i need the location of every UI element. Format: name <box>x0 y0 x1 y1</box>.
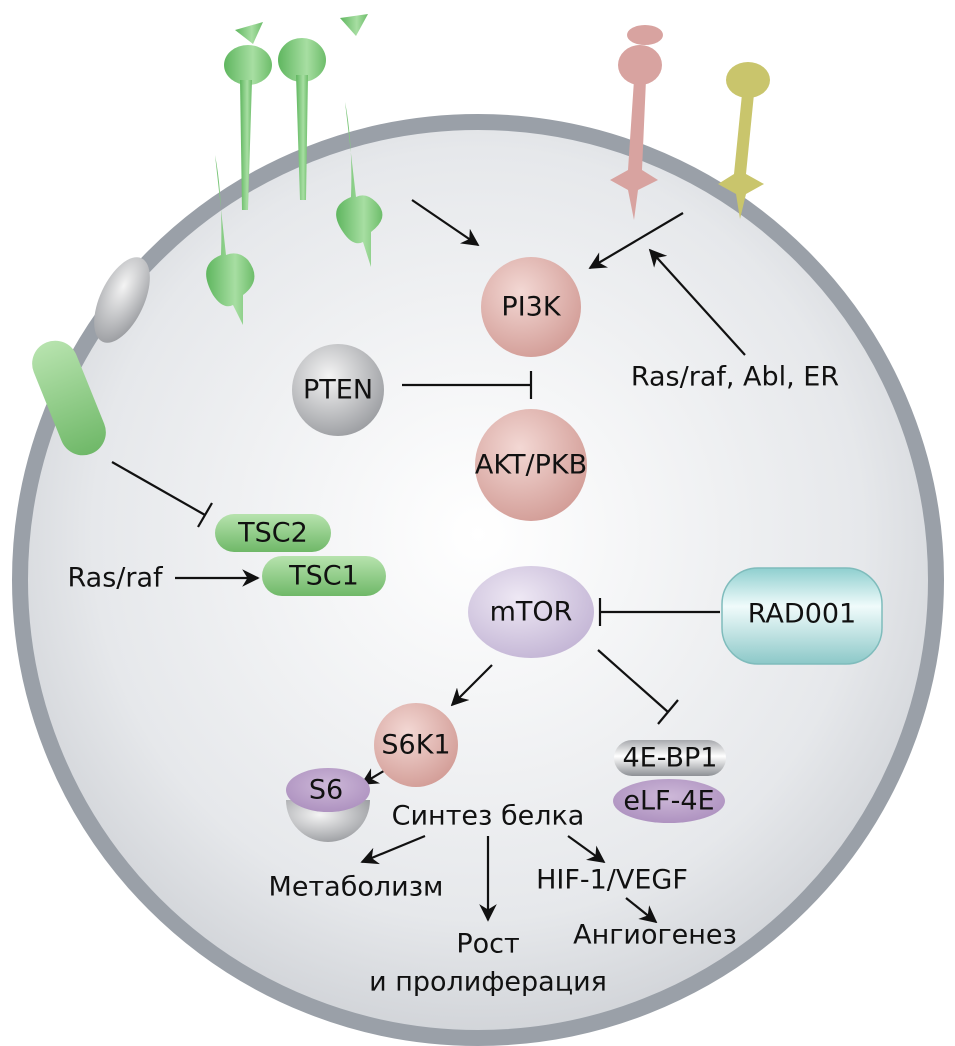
hif-vegf-label: HIF-1/VEGF <box>536 865 688 896</box>
node-s6k1: S6K1 <box>374 703 458 787</box>
node-rad001: RAD001 <box>721 567 883 665</box>
connectors <box>111 199 746 924</box>
metabolism-label: Метаболизм <box>269 872 444 903</box>
ras-abl-er-label: Ras/raf, Abl, ER <box>631 362 839 393</box>
angiogenesis-label: Ангиогенез <box>573 920 737 951</box>
bp1-label: 4E-BP1 <box>622 743 717 774</box>
node-mtor: mTOR <box>468 566 594 658</box>
gray-receptor <box>94 257 150 343</box>
s6k1-label: S6K1 <box>381 730 450 761</box>
node-akt: AKT/PKB <box>475 409 587 521</box>
node-pten: PTEN <box>292 344 384 436</box>
pi3k-label: PI3K <box>501 292 561 323</box>
growth-label: Рост <box>456 929 519 960</box>
node-tsc1: TSC1 <box>262 556 386 596</box>
yellow-receptor <box>718 62 770 219</box>
node-pi3k: PI3K <box>481 257 581 357</box>
tsc1-label: TSC1 <box>288 561 359 592</box>
protein-synthesis-label: Синтез белка <box>392 801 585 832</box>
proliferation-label: и пролиферация <box>369 967 607 998</box>
mtor-label: mTOR <box>490 597 573 628</box>
elf4e-label: eLF-4E <box>623 786 714 817</box>
node-4e-bp1: 4E-BP1 <box>614 740 726 776</box>
green-membrane-protein <box>32 340 106 456</box>
pten-label: PTEN <box>303 375 373 406</box>
red-receptor <box>610 25 663 220</box>
rad001-label: RAD001 <box>748 599 856 630</box>
node-elf-4e: eLF-4E <box>613 779 725 823</box>
akt-label: AKT/PKB <box>475 450 587 481</box>
node-tsc2: TSC2 <box>215 514 331 552</box>
tsc2-label: TSC2 <box>237 518 308 549</box>
green-receptors <box>206 14 383 325</box>
s6-label: S6 <box>309 775 343 806</box>
node-s6: S6 <box>286 768 370 842</box>
ras-raf-label: Ras/raf <box>67 563 164 594</box>
